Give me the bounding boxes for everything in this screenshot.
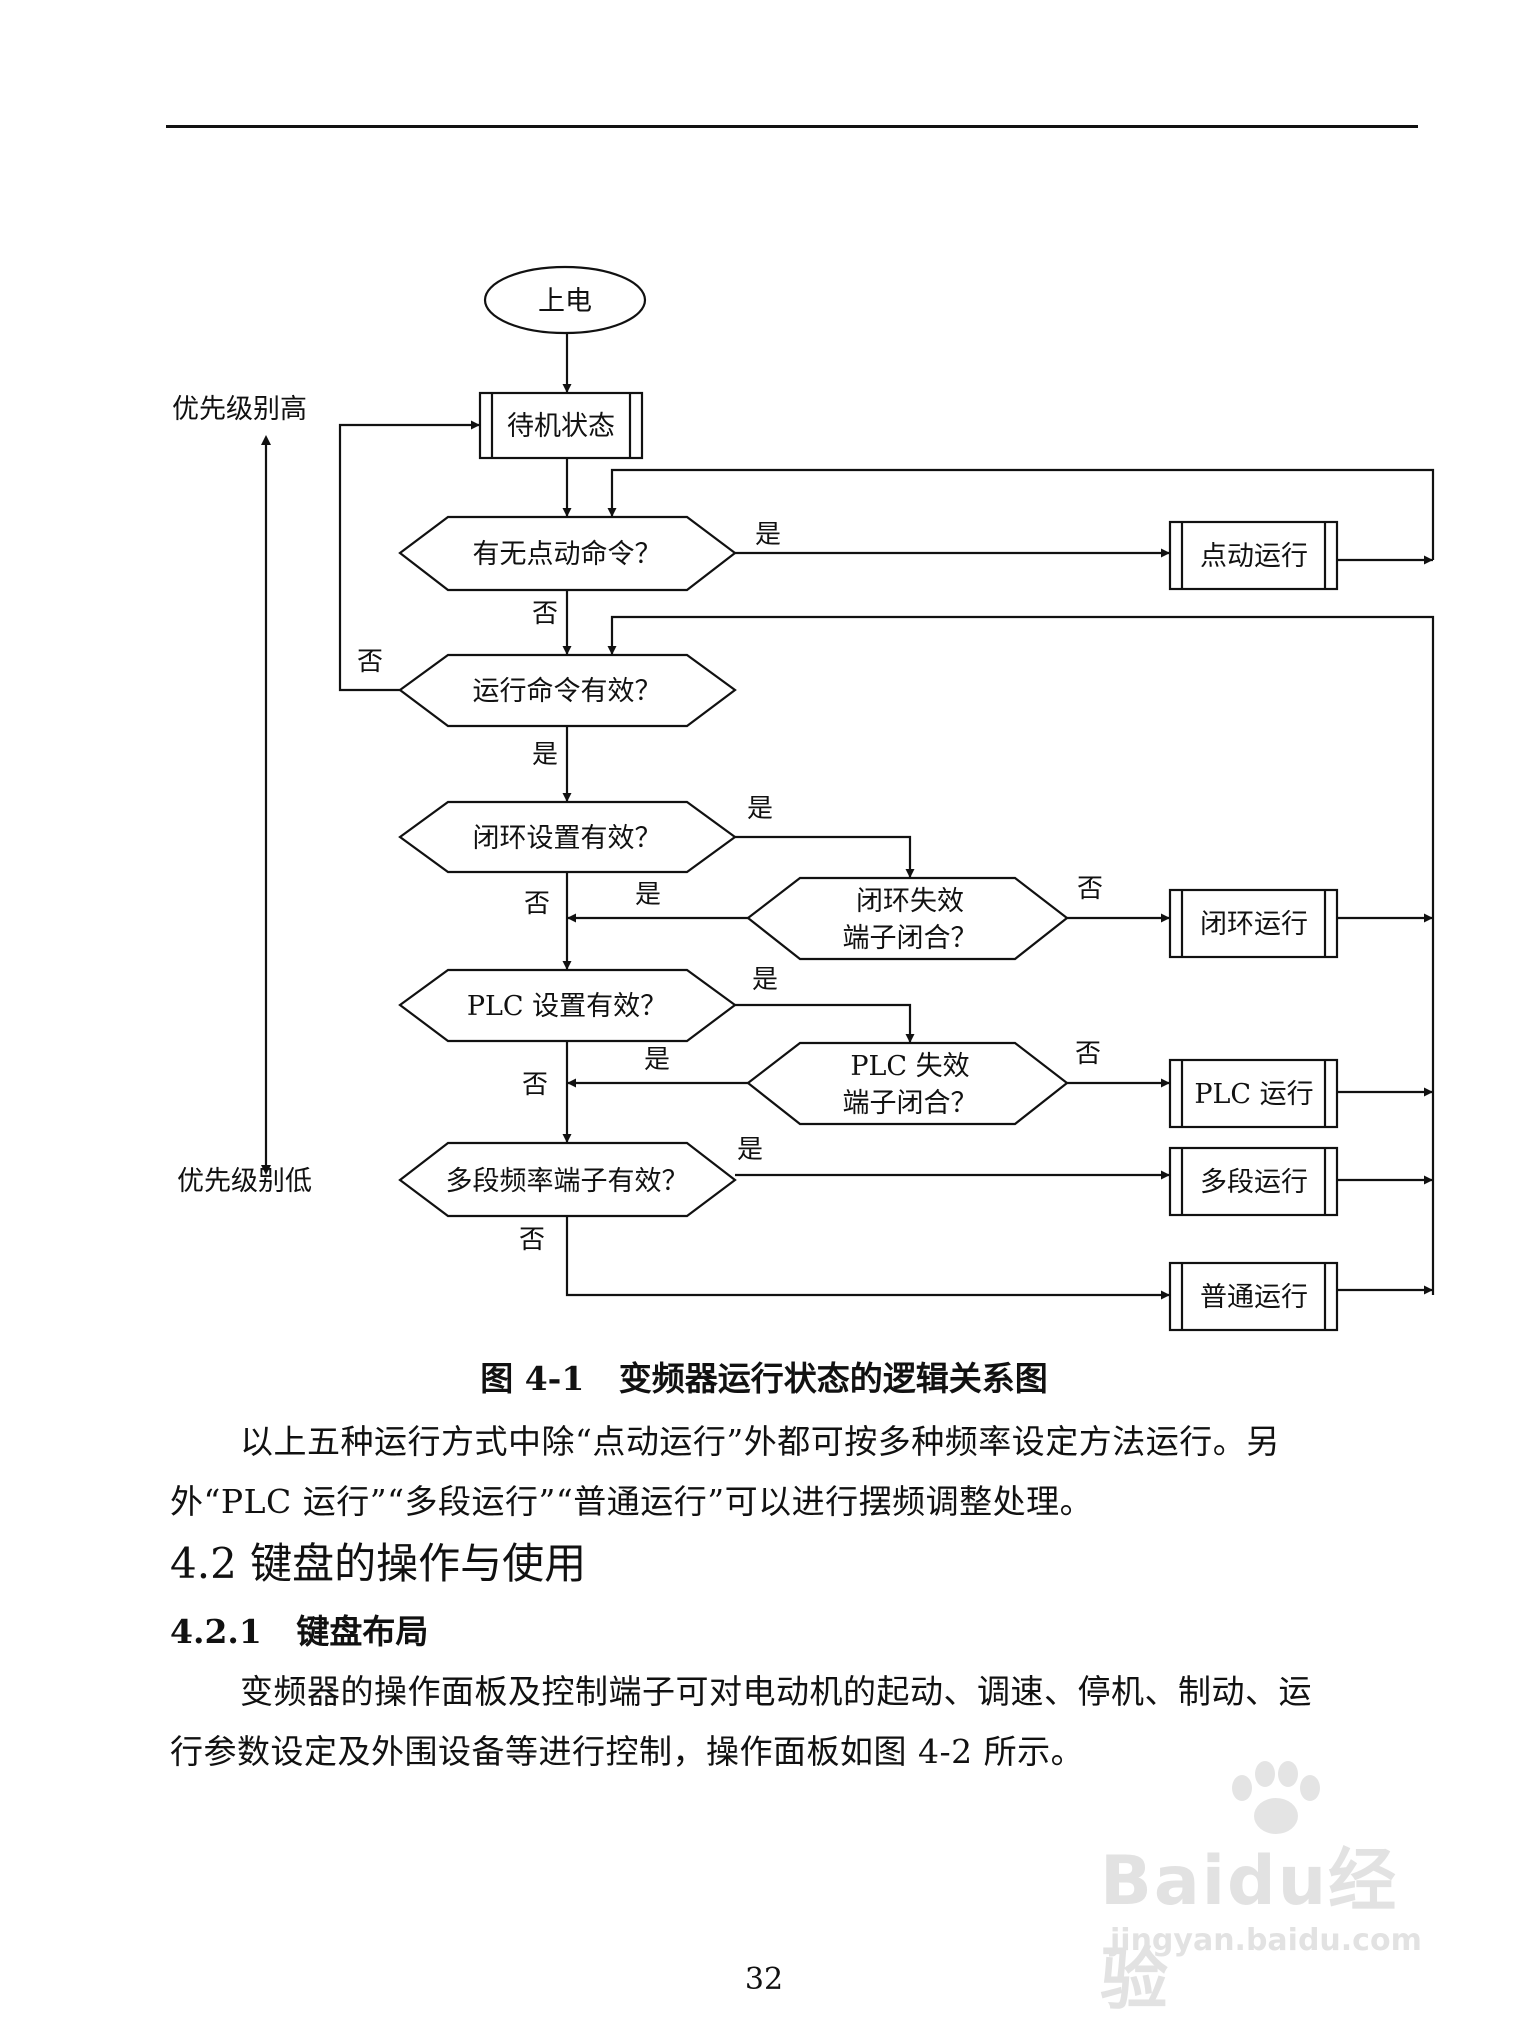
paragraph-keyboard-line2: 行参数设定及外围设备等进行控制，操作面板如图 4-2 所示。 <box>170 1732 1085 1771</box>
text-plc-query: PLC 设置有效？ <box>467 991 667 1022</box>
text-jog-run: 点动运行 <box>1200 541 1308 572</box>
node-power-on <box>483 265 647 335</box>
text-multi-run: 多段运行 <box>1200 1167 1308 1198</box>
text-closed-loop-query: 闭环设置有效？ <box>473 823 662 854</box>
paragraph-keyboard-line1: 变频器的操作面板及控制端子可对电动机的起动、调速、停机、制动、运 <box>240 1672 1312 1711</box>
node-run-cmd-query <box>398 653 737 728</box>
node-standby <box>478 391 644 460</box>
label-yes-plc-fail: 是 <box>644 1045 670 1075</box>
paragraph-run-modes-line1: 以上五种运行方式中除“点动运行”外都可按多种频率设定方法运行。另 <box>240 1422 1280 1461</box>
text-plc-run: PLC 运行 <box>1194 1079 1313 1110</box>
label-yes-jog: 是 <box>755 520 781 550</box>
node-plc-run <box>1168 1058 1339 1129</box>
label-no-plc: 否 <box>522 1070 548 1100</box>
text-cl-fail-1: 闭环失效 <box>856 886 964 917</box>
text-cl-fail-2: 端子闭合？ <box>843 923 978 954</box>
flowchart: 上电 待机状态 有无点动命令？ 运行命令有效？ 闭环设置有效？ 闭环失效 端子闭… <box>172 265 1435 1332</box>
text-run-cmd-query: 运行命令有效？ <box>473 676 662 707</box>
label-priority-high: 优先级别高 <box>172 394 307 425</box>
paragraph-run-modes: 以上五种运行方式中除“点动运行”外都可按多种频率设定方法运行。另 外“PLC 运… <box>170 1412 1420 1532</box>
paw-icon <box>1232 1761 1320 1834</box>
text-standby: 待机状态 <box>507 411 615 442</box>
label-yes-multi: 是 <box>737 1135 763 1165</box>
text-multi-query: 多段频率端子有效？ <box>446 1166 689 1197</box>
label-priority-low: 优先级别低 <box>177 1166 312 1197</box>
label-no-run: 否 <box>357 647 383 677</box>
label-yes-plc: 是 <box>752 965 778 995</box>
text-normal-run: 普通运行 <box>1200 1282 1308 1313</box>
label-yes-cl-fail: 是 <box>635 880 661 910</box>
watermark-url: jingyan.baidu.com <box>1110 1923 1422 1958</box>
node-closed-loop-run <box>1168 888 1339 959</box>
watermark-logo: Baidu经验 <box>1100 1842 1399 2020</box>
node-jog-run <box>1168 520 1339 591</box>
text-plc-fail-2: 端子闭合？ <box>843 1088 978 1119</box>
label-no-cl: 否 <box>524 889 550 919</box>
section-heading: 4.2 键盘的操作与使用 <box>170 1539 587 1588</box>
paragraph-run-modes-line2: 外“PLC 运行”“多段运行”“普通运行”可以进行摆频调整处理。 <box>170 1482 1094 1521</box>
text-plc-fail-1: PLC 失效 <box>850 1051 969 1082</box>
header-rule <box>166 125 1418 128</box>
page-number: 32 <box>744 1962 784 1997</box>
subsection-heading: 4.2.1 键盘布局 <box>170 1612 429 1651</box>
baidu-watermark: Baidu经验 jingyan.baidu.com <box>1100 1825 1460 2025</box>
label-no-plc-fail: 否 <box>1075 1039 1101 1069</box>
text-closed-loop-run: 闭环运行 <box>1200 909 1308 940</box>
label-no-cl-fail: 否 <box>1077 874 1103 904</box>
label-yes-cl: 是 <box>747 794 773 824</box>
text-jog-query: 有无点动命令？ <box>473 539 662 570</box>
label-no-multi: 否 <box>519 1225 545 1255</box>
paragraph-keyboard: 变频器的操作面板及控制端子可对电动机的起动、调速、停机、制动、运 行参数设定及外… <box>170 1662 1420 1782</box>
node-multi-run <box>1168 1146 1339 1217</box>
text-power-on: 上电 <box>538 286 592 317</box>
figure-caption: 图 4-1 变频器运行状态的逻辑关系图 <box>480 1359 1048 1398</box>
node-normal-run <box>1168 1261 1339 1332</box>
label-no-jog: 否 <box>532 599 558 629</box>
node-multi-query <box>398 1141 737 1218</box>
label-yes-run: 是 <box>532 740 558 770</box>
